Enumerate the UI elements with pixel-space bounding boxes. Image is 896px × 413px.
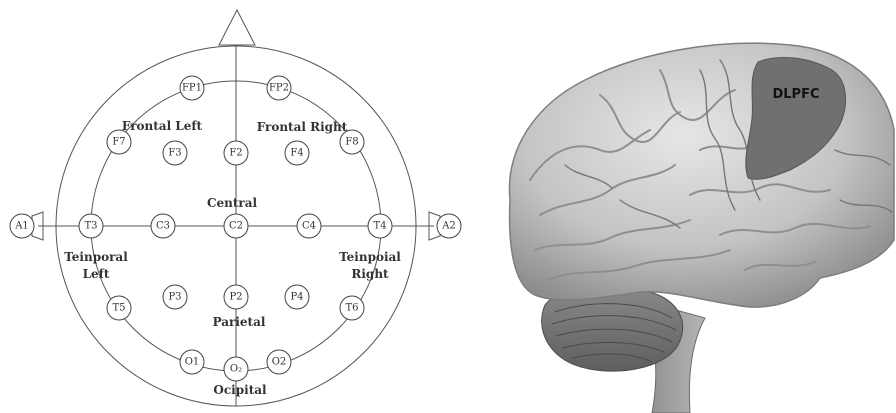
electrode-o2: O2: [267, 350, 291, 374]
svg-text:P2: P2: [229, 292, 242, 303]
electrode-p2: P2: [224, 285, 248, 309]
svg-text:A1: A1: [14, 221, 29, 232]
electrode-c4: C4: [297, 214, 321, 238]
electrode-fp1: FP1: [180, 76, 204, 100]
svg-text:F4: F4: [290, 148, 303, 159]
electrode-t5: T5: [107, 296, 131, 320]
electrode-t3: T3: [79, 214, 103, 238]
region-frontal-right: Frontal Right: [257, 120, 348, 134]
electrode-f2: F2: [224, 141, 248, 165]
electrode-f3: F3: [163, 141, 187, 165]
region-central: Central: [207, 196, 258, 210]
svg-text:F7: F7: [112, 137, 125, 148]
region-parietal: Parietal: [213, 315, 266, 329]
svg-text:C2: C2: [229, 221, 243, 232]
electrode-f4: F4: [285, 141, 309, 165]
electrode-a2: A2: [437, 214, 461, 238]
electrode-a1: A1: [10, 214, 34, 238]
region-temporal-left-line2: Left: [83, 267, 110, 281]
svg-text:F8: F8: [345, 137, 358, 148]
electrode-p3: P3: [163, 285, 187, 309]
electrode-t4: T4: [368, 214, 392, 238]
electrode-o1: O1: [180, 350, 204, 374]
svg-text:FP1: FP1: [182, 83, 202, 94]
region-frontal-left: Frontal Left: [122, 119, 203, 133]
region-temporal-right-line1: Teinpoial: [339, 250, 401, 264]
svg-text:F3: F3: [168, 148, 181, 159]
region-temporal-right-line2: Right: [351, 267, 389, 281]
electrode-c3: C3: [151, 214, 175, 238]
eeg-diagram: FP1 FP2 F7 F3 F2 F4 F8 A1 T3 C3 C2 C4 T4…: [10, 10, 461, 406]
electrode-fp2: FP2: [267, 76, 291, 100]
svg-text:T3: T3: [84, 221, 97, 232]
svg-text:T6: T6: [345, 303, 358, 314]
region-occipital: Ocipital: [213, 383, 267, 397]
electrode-oz: O₂: [224, 357, 248, 381]
svg-text:P3: P3: [168, 292, 181, 303]
electrode-p4: P4: [285, 285, 309, 309]
svg-text:O2: O2: [272, 357, 287, 368]
svg-text:FP2: FP2: [269, 83, 289, 94]
brain-illustration: DLPFC: [509, 43, 894, 413]
svg-text:T4: T4: [373, 221, 386, 232]
svg-text:O1: O1: [185, 357, 200, 368]
electrode-c2: C2: [224, 214, 248, 238]
svg-text:F2: F2: [229, 148, 242, 159]
svg-text:A2: A2: [441, 221, 456, 232]
region-temporal-left-line1: Teinporal: [64, 250, 128, 264]
electrode-f7: F7: [107, 130, 131, 154]
svg-text:C3: C3: [156, 221, 170, 232]
svg-text:P4: P4: [290, 292, 303, 303]
svg-text:C4: C4: [302, 221, 316, 232]
dlpfc-label: DLPFC: [772, 87, 819, 102]
nose-marker: [219, 10, 255, 45]
svg-text:O₂: O₂: [230, 364, 242, 375]
svg-text:T5: T5: [112, 303, 125, 314]
electrode-t6: T6: [340, 296, 364, 320]
